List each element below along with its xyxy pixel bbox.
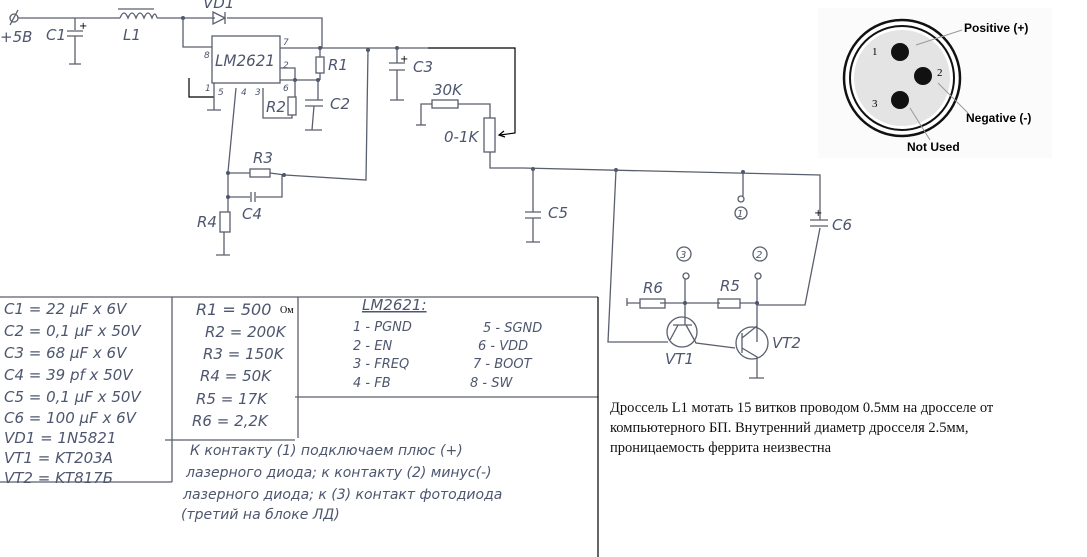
terminal-2: 2 (752, 246, 768, 342)
label-text: 3 (680, 250, 686, 261)
resistor-r2: R2 (262, 80, 297, 119)
label-text: R1 = 500 (196, 300, 271, 319)
label-text: Not Used (907, 140, 960, 154)
label-text: R3 (253, 149, 273, 167)
label-text: C5 (548, 204, 568, 222)
label-text: R5 = 17K (196, 390, 268, 408)
label-text: C4 (242, 205, 262, 223)
connector-pinout-image: 1 2 3 Positive (+) Negative (-) Not Used (818, 8, 1052, 158)
label-text: 7 - BOOT (473, 357, 533, 372)
label-text: + (79, 21, 87, 32)
label-text: VT1 (665, 350, 694, 368)
label-text: R1 (328, 56, 348, 74)
label-text: 6 - VDD (478, 339, 528, 354)
resistor-r3: R3 (249, 149, 273, 178)
label-text: R6 (643, 279, 663, 297)
potentiometer: 30K 0-1K (416, 81, 523, 169)
label-text: 2 (283, 61, 289, 71)
label-text: 0-1K (444, 128, 479, 146)
chip-lm2621: LM2621 8 7 2 6 1 5 4 3 (204, 35, 289, 98)
resistor-r6: R6 (639, 279, 666, 309)
label-text: C3 = 68 µF x 6V (4, 344, 128, 362)
label-text: 3 (872, 98, 878, 110)
label-text: R2 (266, 98, 286, 116)
label-text: VT2 = KT817Б (4, 469, 113, 487)
component-list: C1 = 22 µF x 6V C2 = 0,1 µF x 50V C3 = 6… (4, 300, 142, 487)
label-text: 2 - EN (353, 339, 392, 354)
label-text: 3 - FREQ (353, 357, 409, 372)
label-text: VT1 = KT203A (4, 449, 113, 467)
label-text: C6 = 100 µF x 6V (4, 409, 138, 427)
terminal-1: 1 (734, 172, 748, 220)
label-text: лазерного диода; к (3) контакт фотодиода (182, 487, 502, 503)
transistor-vt1: VT1 (665, 316, 736, 368)
label-text: Ом (280, 305, 294, 316)
transistor-vt2: VT2 (735, 325, 801, 379)
label-text: C6 (832, 216, 852, 234)
label-text: 3 (255, 88, 261, 98)
label-text: + (400, 54, 408, 65)
chip-pinout: LM2621: 1 - PGND 2 - EN 3 - FREQ 4 - FB … (353, 296, 542, 391)
label-text: R3 = 150K (203, 345, 285, 363)
inductor-note: Дроссель L1 мотать 15 витков проводом 0.… (610, 400, 994, 456)
label-text: R2 = 200K (205, 323, 287, 341)
label-text: 4 (241, 88, 247, 98)
label-text: R5 (720, 277, 740, 295)
capacitor-c4: C4 (242, 192, 262, 223)
capacitor-c6: + C6 (810, 208, 852, 234)
inductor-l1: L1 (118, 8, 158, 44)
label-text: 7 (283, 38, 289, 48)
label-text: C1 = 22 µF x 6V (4, 300, 128, 318)
label-text: C3 (413, 58, 433, 76)
contact-note: К контакту (1) подключаем плюс (+) лазер… (181, 443, 502, 523)
resistor-list: R1 = 500 Ом R2 = 200K R3 = 150K R4 = 50K… (192, 300, 294, 430)
label-text: 8 (204, 51, 210, 61)
label-text: (третий на блоке ЛД) (181, 507, 340, 523)
label-text: VD1 (203, 0, 234, 12)
label-text: Negative (-) (966, 111, 1031, 125)
input-terminal: +5В (0, 9, 32, 46)
label-text: 1 - PGND (353, 320, 412, 335)
resistor-r4: R4 (197, 211, 231, 256)
label-text: 8 - SW (470, 376, 513, 391)
label-text: C2 = 0,1 µF x 50V (4, 322, 142, 340)
capacitor-c1: + C1 (46, 18, 87, 65)
label-text: C5 = 0,1 µF x 50V (4, 388, 142, 406)
label-text: R4 (197, 213, 217, 231)
label-text: C4 = 39 pf x 50V (4, 366, 134, 384)
label-text: 2 (756, 250, 762, 261)
label-text: 5 - SGND (483, 321, 542, 336)
capacitor-c5: C5 (525, 169, 568, 243)
label-text: 2 (937, 67, 943, 79)
label-text: C2 (330, 95, 350, 113)
label-text: 1 (205, 84, 211, 94)
label-text: LM2621: (362, 296, 427, 314)
label-text: 1 (737, 209, 743, 220)
label-text: LM2621 (215, 51, 275, 70)
label-text: 5 (218, 88, 224, 98)
label-text: R4 = 50K (200, 367, 272, 385)
label-text: лазерного диода; к контакту (2) минус(-) (185, 465, 492, 481)
capacitor-c2: C2 (305, 80, 350, 131)
label-text: 6 (283, 84, 289, 94)
capacitor-c3: + C3 (389, 48, 433, 101)
terminal-3: 3 (676, 246, 692, 325)
label-text: C1 (46, 26, 66, 44)
label-text: R6 = 2,2K (192, 412, 269, 430)
label-text: VD1 = 1N5821 (4, 429, 116, 447)
label-text: Positive (+) (964, 21, 1028, 35)
label-text: 30K (433, 81, 463, 99)
diode-vd1: VD1 (203, 0, 234, 26)
input-label: +5В (0, 28, 32, 46)
label-text: L1 (123, 26, 141, 44)
label-text: 1 (872, 46, 878, 58)
resistor-r1: R1 (315, 48, 348, 80)
label-text: К контакту (1) подключаем плюс (+) (190, 443, 463, 459)
label-text: 4 - FB (353, 376, 391, 391)
resistor-r5: R5 (717, 277, 741, 309)
label-text: VT2 (772, 334, 801, 352)
label-text: + (814, 208, 822, 219)
